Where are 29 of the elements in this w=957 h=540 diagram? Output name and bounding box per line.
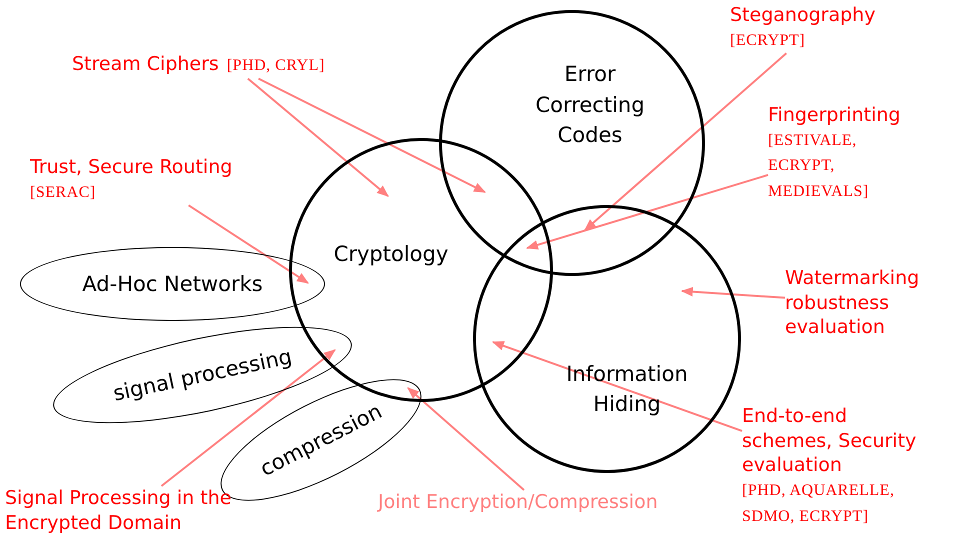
topic-label: Joint Encryption/Compression	[378, 490, 658, 515]
project-list: [ESTIVALE, ECRYPT, MEDIEVALS]	[768, 128, 908, 204]
project-list: [PHD, AQUARELLE, SDMO, ECRYPT]	[742, 478, 942, 530]
topic-label: Trust, Secure Routing	[30, 155, 232, 180]
domain-label: Ad-Hoc Networks	[81, 270, 264, 298]
domain-label: Error Correcting Codes	[534, 61, 646, 150]
project-list: [ECRYPT]	[730, 28, 806, 54]
leader-arrow	[258, 78, 486, 194]
leader-arrow	[526, 174, 768, 250]
leader-arrow	[492, 341, 742, 432]
leader-arrow	[188, 204, 309, 284]
project-list: [SERAC]	[30, 180, 96, 206]
leader-arrow	[584, 52, 788, 231]
topic-label: Signal Processing in the Encrypted Domain	[5, 486, 232, 536]
project-list: [PHD, CRYL]	[226, 53, 325, 79]
domain-label: Information Hiding	[565, 360, 689, 418]
topic-label: Watermarking robustness evaluation	[785, 266, 920, 340]
leader-arrow	[160, 349, 336, 487]
topic-label: End-to-end schemes, Security evaluation	[742, 404, 918, 478]
topic-label: Steganography	[730, 3, 876, 28]
topic-label: Stream Ciphers	[72, 52, 219, 77]
domain-label: Cryptology	[332, 240, 450, 268]
domain-circle	[473, 205, 741, 473]
topic-label: Fingerprinting	[768, 103, 900, 128]
leader-arrow	[680, 286, 786, 299]
leader-arrow	[247, 78, 389, 197]
leader-arrow	[407, 387, 525, 491]
topic-ellipse	[20, 247, 325, 321]
domain-circle	[289, 138, 553, 402]
